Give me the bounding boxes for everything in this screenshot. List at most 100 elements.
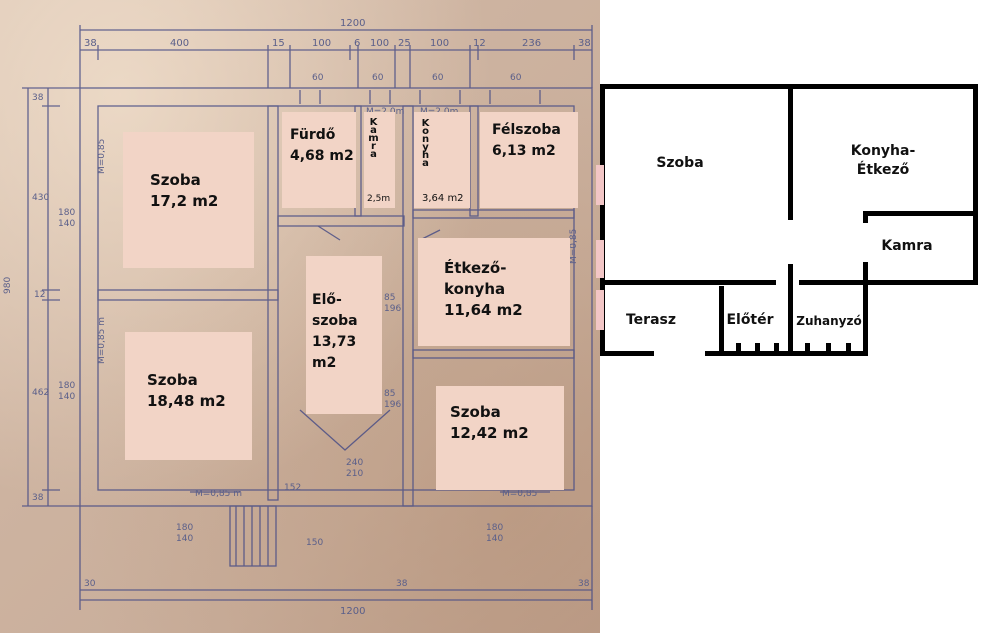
dim-misc-4: 60	[312, 73, 324, 83]
wall-bottom-terasz	[600, 351, 654, 356]
dim-top-seg-2: 15	[272, 38, 285, 49]
dim-left-seg-1: 430	[32, 193, 49, 203]
dim-misc-3: 140	[58, 392, 75, 402]
wall-middle-right	[799, 280, 978, 285]
schematic-eloter: Előtér	[726, 312, 774, 328]
dim-bottom-total: 1200	[340, 606, 365, 617]
schematic-konyha-line1: Konyha-	[850, 143, 916, 159]
wall-bottom-eloter	[724, 351, 793, 356]
dim-top-seg-9: 236	[522, 38, 541, 49]
schematic-konyha: Konyha- Étkező	[838, 142, 928, 180]
dim-misc-6: 60	[432, 73, 444, 83]
room-name-line1: Étkező-	[444, 259, 507, 277]
room-szoba-2: Szoba 18,48 m2	[125, 332, 252, 460]
wall-right	[973, 84, 978, 284]
dim-top-seg-0: 38	[84, 38, 97, 49]
dim-misc-24: 38	[578, 579, 590, 589]
wall-bottom-tick-6	[846, 343, 851, 356]
door-marker-3	[596, 290, 604, 330]
dim-misc-15: 196	[384, 304, 401, 314]
room-area: 2,5m	[367, 194, 391, 204]
room-area: 11,64 m2	[444, 301, 523, 319]
dim-top-seg-8: 12	[473, 38, 486, 49]
room-area: 13,73 m2	[312, 334, 357, 371]
room-szoba-1: Szoba 17,2 m2	[123, 132, 254, 268]
dim-left-seg-0: 38	[32, 93, 44, 103]
dim-misc-12: 240	[346, 458, 363, 468]
room-name-line2: szoba	[312, 313, 358, 329]
dim-misc-11: 150	[306, 538, 323, 548]
wall-zuhanyzo-right	[863, 280, 868, 356]
room-area: 18,48 m2	[147, 392, 226, 410]
room-area: 4,68 m2	[290, 148, 354, 164]
room-area: 3,64 m2	[422, 193, 464, 204]
wall-bottom-tick-4	[805, 343, 810, 356]
room-szoba-3: Szoba 12,42 m2	[436, 386, 564, 490]
room-area: 12,42 m2	[450, 424, 529, 442]
dim-misc-22: 30	[84, 579, 96, 589]
door-marker-1	[596, 165, 604, 205]
wall-kamra-top	[863, 211, 978, 216]
blueprint-lines: 1200 1200 38 400 15 100 6 100 25 100 12 …	[3, 18, 593, 617]
wall-bottom-tick-1	[736, 343, 741, 356]
dim-misc-19: 140	[176, 534, 193, 544]
window-label-0: M=0,85	[97, 139, 107, 174]
dim-left-seg-3: 462	[32, 388, 49, 398]
room-name-line2: konyha	[444, 280, 506, 298]
wall-kamra-tick	[863, 211, 868, 223]
dim-top-seg-10: 38	[578, 38, 591, 49]
room-name: Szoba	[150, 171, 201, 189]
wall-tick-center	[788, 264, 793, 284]
window-label-1: M=0,85	[569, 229, 579, 264]
dim-left-seg-4: 38	[32, 493, 44, 503]
dim-misc-7: 60	[510, 73, 522, 83]
schematic-terasz: Terasz	[625, 312, 677, 328]
wall-bottom-tick-2	[755, 343, 760, 356]
dim-left-total: 980	[3, 277, 13, 294]
room-name: Szoba	[147, 371, 198, 389]
room-eloszoba: Elő- szoba 13,73 m2	[306, 256, 382, 414]
schematic-konyha-line2: Étkező	[856, 162, 910, 178]
dim-top-seg-6: 25	[398, 38, 411, 49]
schematic-kamra: Kamra	[881, 238, 933, 254]
dim-misc-21: 140	[486, 534, 503, 544]
dim-misc-18: 180	[176, 523, 193, 533]
window-label-2: M=0,85 m	[97, 317, 107, 364]
dim-top-seg-1: 400	[170, 38, 189, 49]
dim-top-total: 1200	[340, 18, 365, 29]
dim-misc-14: 85	[384, 293, 395, 303]
room-felszoba: Félszoba 6,13 m2	[480, 112, 578, 208]
dim-left-seg-2: 12	[34, 290, 45, 300]
blueprint-scan: 1200 1200 38 400 15 100 6 100 25 100 12 …	[0, 0, 600, 633]
room-area: 6,13 m2	[492, 143, 556, 159]
wall-right-upper	[973, 84, 978, 144]
dim-misc-5: 60	[372, 73, 384, 83]
room-etkezo: Étkező- konyha 11,64 m2	[418, 238, 570, 346]
dim-misc-1: 140	[58, 219, 75, 229]
room-name: Szoba	[450, 403, 501, 421]
dim-misc-17: 196	[384, 400, 401, 410]
dim-misc-16: 85	[384, 389, 395, 399]
wall-bottom-zuhanyzo	[793, 351, 868, 356]
room-name: Fürdő	[290, 127, 336, 143]
schematic-zuhanyzo: Zuhanyzó	[796, 314, 862, 328]
window-label-4: M=0,85	[502, 489, 537, 499]
schematic-plan: Szoba Konyha- Étkező Kamra Terasz Előtér…	[596, 0, 982, 633]
wall-bottom-tick-5	[826, 343, 831, 356]
room-name: Félszoba	[492, 122, 561, 138]
dim-misc-13: 210	[346, 469, 363, 479]
wall-kamra-left	[863, 262, 868, 284]
dim-top-seg-4: 6	[354, 38, 360, 49]
room-name: Konyha	[420, 118, 431, 166]
dim-top-seg-3: 100	[312, 38, 331, 49]
wall-middle-left	[600, 280, 776, 285]
dim-top-seg-5: 100	[370, 38, 389, 49]
wall-eloter-left	[719, 286, 724, 356]
room-name-line1: Elő-	[312, 292, 342, 308]
dim-misc-10: 152	[284, 483, 301, 493]
door-marker-2	[596, 240, 604, 278]
wall-left	[600, 84, 605, 356]
dim-misc-2: 180	[58, 381, 75, 391]
wall-divider-1	[788, 84, 793, 220]
dim-misc-20: 180	[486, 523, 503, 533]
